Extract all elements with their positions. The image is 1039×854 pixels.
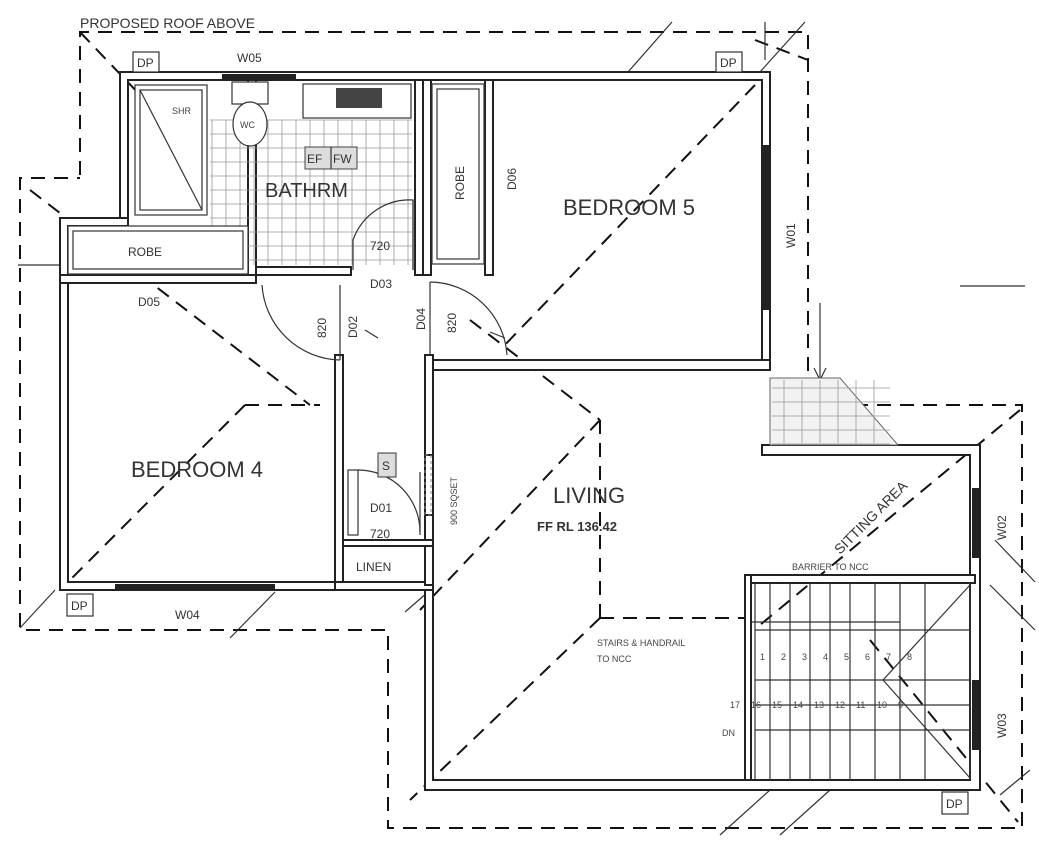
interior-walls <box>59 79 494 586</box>
stair-tread-10: 10 <box>877 700 887 710</box>
opening-note: 900 SQSET <box>449 476 459 525</box>
pointer-lines <box>18 21 1036 836</box>
downpipes: DP DP DP DP <box>66 51 969 815</box>
stair-tread-16: 16 <box>751 700 761 710</box>
windows <box>115 74 980 750</box>
room-label-living: LIVING <box>553 483 625 508</box>
stair-tread-2: 2 <box>781 652 786 662</box>
window-tag-w01: W01 <box>784 223 798 248</box>
svg-text:DP: DP <box>720 56 737 70</box>
door-swings <box>261 199 508 361</box>
smoke-alarm: S <box>377 452 397 478</box>
stair-tread-6: 6 <box>865 652 870 662</box>
room-label-bedroom5: BEDROOM 5 <box>563 195 695 220</box>
stair-tread-1: 1 <box>760 652 765 662</box>
linen-cupboard <box>347 469 421 536</box>
stair-tread-3: 3 <box>802 652 807 662</box>
svg-text:DP: DP <box>137 56 154 70</box>
door-width-d01: 720 <box>370 527 390 541</box>
wc: WC <box>231 81 269 147</box>
stair-tread-5: 5 <box>844 652 849 662</box>
svg-text:DP: DP <box>71 599 88 613</box>
door-width-d02: 820 <box>315 318 329 338</box>
stair-tread-15: 15 <box>772 700 782 710</box>
exhaust-fan-floor-waste: EF FW <box>304 146 358 170</box>
barrier-note: BARRIER TO NCC <box>792 562 869 572</box>
sitting-area-paving <box>769 377 900 446</box>
robe-upper-label: ROBE <box>453 166 467 200</box>
room-label-bathroom: BATHRM <box>265 180 348 202</box>
stairs-note-line2: TO NCC <box>597 654 632 664</box>
robe-left-label: ROBE <box>128 245 162 259</box>
stair-tread-11: 11 <box>856 700 865 710</box>
robe-left: ROBE <box>67 225 249 275</box>
roof-note: PROPOSED ROOF ABOVE <box>80 15 255 31</box>
staircase <box>744 574 976 781</box>
stair-tread-12: 12 <box>835 700 845 710</box>
window-tag-w03: W03 <box>995 713 1009 738</box>
door-tag-d02: D02 <box>346 316 360 338</box>
stair-tread-7: 7 <box>886 652 891 662</box>
shower: SHR <box>134 84 208 216</box>
downpipe-tr: DP <box>715 51 743 73</box>
smoke-alarm-label: S <box>382 459 390 473</box>
svg-text:DP: DP <box>946 797 963 811</box>
door-tag-d05: D05 <box>138 295 160 309</box>
room-label-sitting: SITTING AREA <box>831 477 911 557</box>
room-label-linen: LINEN <box>356 560 391 574</box>
window-tag-w04: W04 <box>175 608 200 622</box>
door-width-d04: 820 <box>445 313 459 333</box>
shower-label: SHR <box>172 106 192 116</box>
door-tag-d01: D01 <box>370 501 392 515</box>
downpipe-br: DP <box>941 791 969 815</box>
door-tag-d04: D04 <box>414 308 428 330</box>
door-width-d03: 720 <box>370 239 390 253</box>
roof-outline <box>19 31 1023 829</box>
door-tag-d06: D06 <box>505 168 519 190</box>
door-tag-d03: D03 <box>370 277 392 291</box>
floor-waste-label: FW <box>333 152 352 166</box>
stair-down-label: DN <box>722 728 735 738</box>
bathroom-floor-tiles <box>210 119 412 265</box>
exhaust-fan-label: EF <box>307 152 322 166</box>
stair-tread-9: 9 <box>898 700 903 710</box>
wc-label: WC <box>240 120 255 130</box>
downpipe-tl: DP <box>132 51 160 73</box>
stair-tread-8: 8 <box>907 652 912 662</box>
stair-tread-13: 13 <box>814 700 824 710</box>
room-label-bedroom4: BEDROOM 4 <box>131 457 263 482</box>
vanity <box>302 83 412 119</box>
floor-level: FF RL 136.42 <box>537 519 617 534</box>
window-tag-w02: W02 <box>995 515 1009 540</box>
stair-tread-14: 14 <box>793 700 803 710</box>
robe-upper: ROBE <box>431 83 485 265</box>
stairs-note-line1: STAIRS & HANDRAIL <box>597 638 685 648</box>
stair-tread-4: 4 <box>823 652 828 662</box>
window-tag-w05: W05 <box>237 51 262 65</box>
downpipe-bl: DP <box>66 593 94 617</box>
stair-tread-17: 17 <box>730 700 740 710</box>
